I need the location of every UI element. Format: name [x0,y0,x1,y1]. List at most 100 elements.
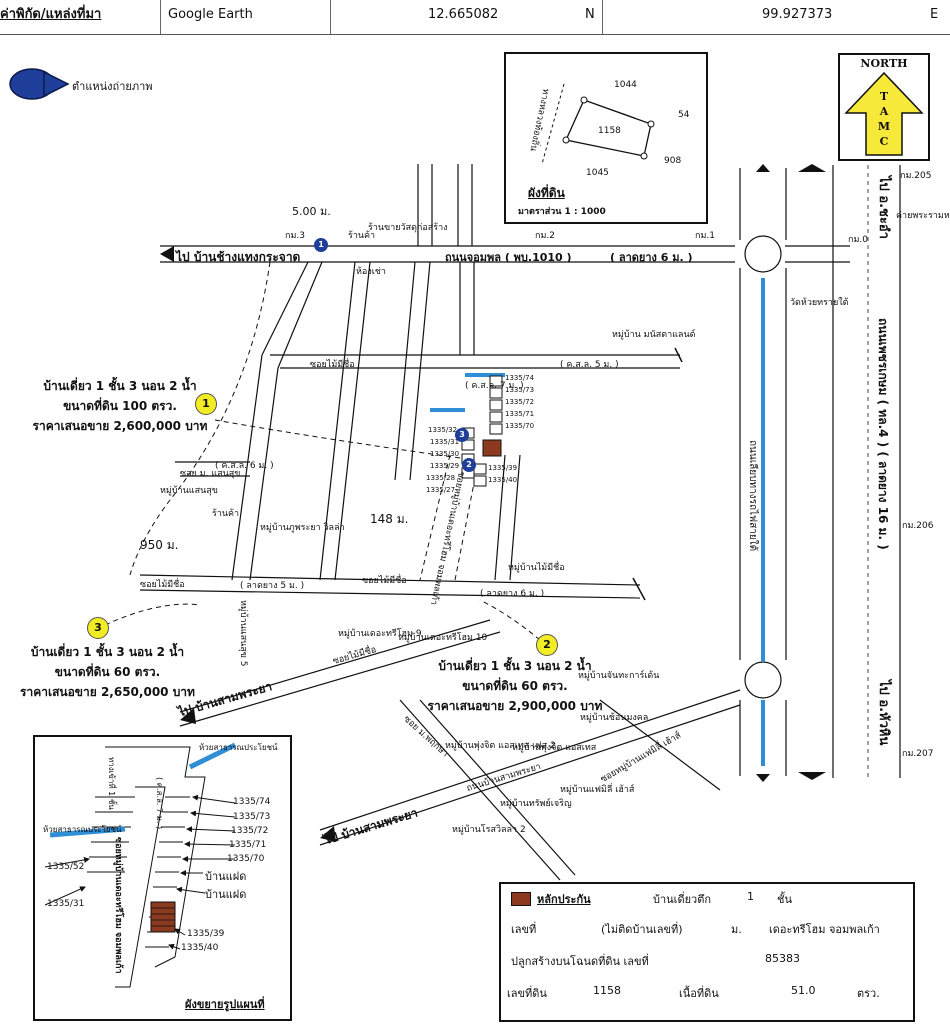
detail-parcel-1335-74: 1335/74 [233,797,271,807]
village-chanthakarn: หมู่บ้านจันทะการ์เด้น [578,671,660,681]
km3-marker: กม.3 [285,231,305,241]
km207-marker: กม.207 [902,749,934,759]
parcel-1335-74: 1335/74 [505,374,535,382]
village-pruksa: หมู่บ้านพุ่งจิต แอสเทส [512,743,597,753]
collateral-no-label: เลขที่ [511,923,537,936]
shop-label: ร้านค้า [348,231,376,241]
parcel-1335-70: 1335/70 [505,422,535,430]
parcel-1335-32: 1335/32 [428,426,458,434]
village-saensuk: หมู่บ้านแสนสุข [160,486,218,496]
village-sapjaroen: หมู่บ้านทรัพย์เจริญ [500,799,572,809]
source-value: Google Earth [168,7,253,22]
camera-position-icon [9,68,70,100]
soi-surface-5: ( ค.ส.ล. 5 ม. ) [560,360,619,370]
detail-twin-house: บ้านแฝด [205,870,247,883]
village-family-house: หมู่บ้านแฟมิลี่ เฮ้าส์ [560,785,635,795]
village-pruksa-2: หมู่บ้านพุ่งจิต แอสเทส เฟส 2 [445,741,556,751]
soi-m-saensuk: ซอย ม. แสนสุข [180,469,241,479]
collateral-built-on: ปลูกสร้างบนโฉนดที่ดิน เลขที่ [511,955,649,968]
listing-marker-2: 2 [536,634,558,656]
detail-parcel-1335-52: 1335/52 [47,862,85,872]
north-letter-t: T [879,90,889,103]
detail-parcel-1335-73: 1335/73 [233,812,271,822]
shop-label-2: ร้านค้า [212,509,240,519]
soi-asphalt-6: ( ลาดยาง 6 ม. ) [480,589,545,599]
detail-inset: 1335/74 1335/73 1335/72 1335/71 1335/70 … [33,735,292,1021]
soi-mai-sue-label-4: ซอยไม้มีชื่อ [140,580,185,590]
km1-marker: กม.1 [695,231,715,241]
soi-surface-7: ( ค.ส.ล. 7 ม. ) [465,381,524,391]
km206-marker: กม.206 [902,521,934,531]
detail-parcel-1335-31: 1335/31 [47,899,85,909]
collateral-title: หลักประกัน [537,893,591,906]
legend-photo-position: ตำแหน่งถ่ายภาพ [72,80,153,93]
village-rosewood: หมู่บ้านโรสวิลล่า 2 [452,825,526,835]
collateral-type: บ้านเดี่ยวตึก [653,893,712,906]
photo-marker-2: 2 [462,458,476,472]
collateral-area-label: เนื้อที่ดิน [679,987,719,1000]
parcel-1335-30: 1335/30 [430,450,460,458]
longitude-value: 99.927373 [762,7,833,22]
collateral-area: 51.0 [791,984,816,997]
detail-public-waterway: ห้วยสาธารณประโยชน์ [199,743,278,752]
village-treehome-9: หมู่บ้านเดอะทรีโฮม 9 [338,629,422,639]
detail-title: ผังขยายรูปแผนที่ [185,998,265,1011]
detail-parcel-1335-72: 1335/72 [231,826,269,836]
neighbor-1044: 1044 [614,80,637,90]
parcel-1335-72: 1335/72 [505,398,535,406]
parcel-1335-29: 1335/29 [430,462,460,470]
north-letter-a: A [879,105,889,118]
plot-scale: มาตราส่วน 1 : 1000 [518,207,606,217]
camp-label: ค่ายพระรามหก [896,211,950,221]
soi-surface-6: ( ค.ส.ล. 6 ม. ) [215,461,274,471]
parcel-1335-39: 1335/39 [488,464,518,472]
latitude-value: 12.665082 [428,7,499,22]
detail-drawing [44,742,237,988]
detail-parcel-1335-39: 1335/39 [187,929,225,939]
north-letter-m: M [877,120,891,133]
village-manat: หมู่บ้าน มนัสตาแลนด์ [612,330,696,340]
plot-title: ผังที่ดิน [528,186,565,200]
collateral-village-value: เดอะทรีโฮม จอมพลเก้า [769,923,880,936]
village-phuphraya: หมู่บ้านภูพระยา วิลล่า [260,523,345,533]
construction-shop-label: ร้านขายวัสดุก่อสร้าง [368,223,448,233]
road-petchkasem: ถนนเพชรเกษม ( ทล.4 ) ( ลาดยาง 16 ม. ) [876,318,890,550]
plot-1158: 1158 [598,126,621,136]
north-arrow-icon [844,71,924,156]
collateral-village-label: ม. [731,923,742,936]
road-jomphon-surface: ( ลาดยาง 6 ม. ) [610,251,693,264]
neighbor-908: 908 [664,156,682,166]
plot-shape [541,83,655,165]
listing-marker-3: 3 [87,617,109,639]
detail-soi-surface: ( ค.ส.ล. 7 ม. ) [155,777,164,830]
latitude-dir: N [585,7,595,22]
neighbor-54: 54 [678,110,690,120]
detail-twin-house-2: บ้านแฝด [205,888,247,901]
plot-inset: 1044 54 1158 908 1045 ทางหลวงท้องถิ่น ผั… [504,52,708,224]
parcel-1335-27: 1335/27 [426,486,456,494]
soi-asphalt-5: ( ลาดยาง 5 ม. ) [240,581,305,591]
north-arrow: NORTH T A M C [838,53,930,161]
collateral-box: หลักประกัน บ้านเดี่ยวตึก 1 ชั้น เลขที่ (… [499,882,915,1022]
coord-label: ค่าพิกัด/แหล่งที่มา [0,7,102,22]
collateral-no-value: (ไม่ติดบ้านเลขที่) [601,923,683,936]
collateral-storeys: 1 [747,890,754,903]
collateral-land-no: 1158 [593,984,621,997]
village-maisue: หมู่บ้านไม้มีชื่อ [508,563,565,573]
parcel-1335-73: 1335/73 [505,386,535,394]
detail-soi-name: ซอยหมู่บ้านเดอะทรีโฮม จอมพลเก้า [113,837,123,974]
distance-950m: 950 ม. [140,538,179,552]
listing-3: บ้านเดี่ยว 1 ชั้น 3 นอน 2 น้ำ ขนาดที่ดิน… [20,645,195,699]
neighbor-1045: 1045 [586,168,609,178]
rental-room-label: ห้องเช่า [356,267,386,277]
distance-148m: 148 ม. [370,512,409,526]
header-bar: ค่าพิกัด/แหล่งที่มา Google Earth 12.6650… [0,0,950,35]
village-treehome-10: หมู่บ้านเดอะทรีโฮม 10 [398,633,488,643]
road-to-bang-chang: ไป บ้านช้างแทงกระจาด [176,250,301,264]
km0-marker: กม.0 [848,235,868,245]
road-railway-local: ถนนเลียบทางรถไฟสายใต้ [747,440,758,552]
photo-marker-3: 3 [455,428,469,442]
soi-mai-sue-label-2: ซอยไม้มีชื่อ [362,576,407,586]
distance-5m: 5.00 ม. [292,205,331,218]
